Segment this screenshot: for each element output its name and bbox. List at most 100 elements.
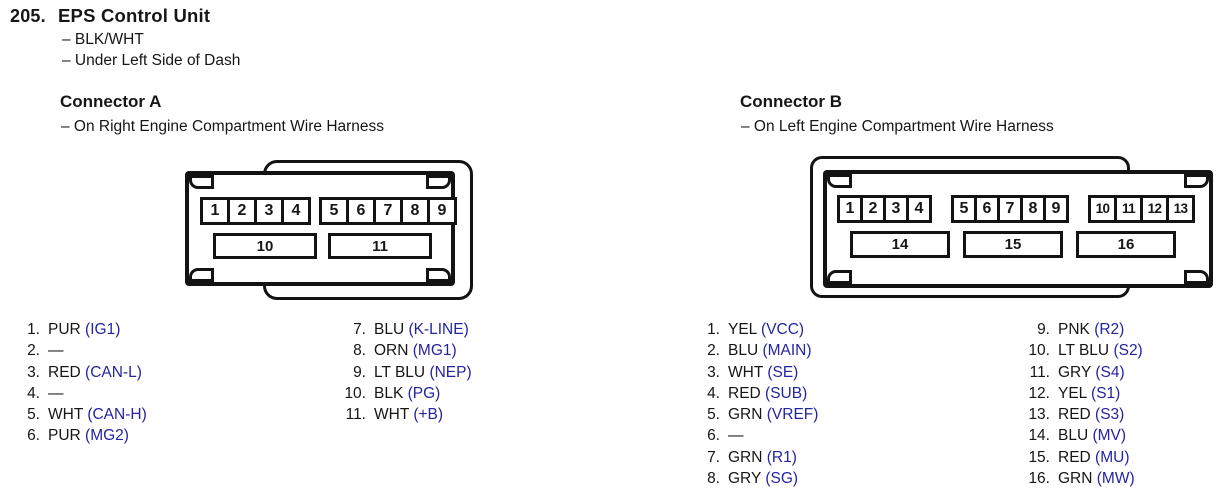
signal-name: (S3) bbox=[1095, 406, 1125, 424]
pin-number: 2. bbox=[27, 342, 40, 360]
pin-description: PUR (MG2) bbox=[48, 427, 129, 445]
signal-name: (NEP) bbox=[429, 363, 472, 381]
pin-cavity-14: 14 bbox=[850, 231, 950, 258]
pin-cavity-10: 10 bbox=[1088, 195, 1117, 223]
pin-number: 3. bbox=[27, 363, 40, 381]
pin-number: 8. bbox=[353, 342, 366, 360]
pin-list-column: 7.BLU (K-LINE)8.ORN (MG1)9.LT BLU (NEP)1… bbox=[330, 321, 472, 427]
pin-list-item: 5.WHT (CAN-H) bbox=[14, 406, 147, 427]
pin-cavity-1: 1 bbox=[200, 197, 230, 225]
signal-name: (MV) bbox=[1092, 427, 1127, 445]
pin-cavity-15: 15 bbox=[963, 231, 1063, 258]
pin-description: YEL (VCC) bbox=[728, 321, 804, 339]
pin-list-item: 2.— bbox=[14, 342, 147, 363]
pin-number: 10. bbox=[1028, 342, 1050, 360]
signal-name: (+B) bbox=[413, 406, 444, 424]
pin-number: 9. bbox=[1037, 321, 1050, 338]
pin-list-item: 1.YEL (VCC) bbox=[696, 321, 818, 342]
signal-name: (MU) bbox=[1095, 448, 1130, 466]
pin-list-item: 11.WHT (+B) bbox=[330, 406, 472, 427]
pin-list-item: 9. LT BLU (NEP) bbox=[330, 364, 472, 385]
pin-number: 14. bbox=[1028, 427, 1050, 445]
pin-description: GRN (VREF) bbox=[728, 406, 818, 424]
pin-cavity-16: 16 bbox=[1076, 231, 1176, 258]
pin-cavity-6: 6 bbox=[346, 197, 376, 225]
keying-notch-bottom-left bbox=[827, 270, 852, 284]
signal-name: (PG) bbox=[407, 384, 441, 402]
pin-cavity-10: 10 bbox=[213, 233, 317, 259]
wire-color: YEL bbox=[728, 321, 757, 338]
signal-name: (MG1) bbox=[412, 342, 457, 360]
pin-cavity-5: 5 bbox=[951, 195, 977, 223]
pin-list-item: 2.BLU (MAIN) bbox=[696, 342, 818, 363]
wire-color: WHT bbox=[48, 406, 84, 424]
pin-number: 9. bbox=[353, 363, 366, 381]
wire-color: BLU bbox=[728, 342, 759, 360]
pin-list-item: 6.— bbox=[696, 427, 818, 448]
wire-color: GRN bbox=[728, 406, 763, 424]
wire-color: RED bbox=[1058, 448, 1091, 466]
pin-list-item: 12.YEL (S1) bbox=[1014, 385, 1143, 406]
keying-notch-bottom-right bbox=[1184, 270, 1209, 284]
wire-color: WHT bbox=[374, 406, 410, 424]
pin-list-item: 3. RED (CAN-L) bbox=[14, 364, 147, 385]
pin-cavity-3: 3 bbox=[254, 197, 284, 225]
pin-list-item: 15. RED (MU) bbox=[1014, 449, 1143, 470]
pin-description: PUR (IG1) bbox=[48, 321, 120, 339]
signal-name: (VREF) bbox=[766, 406, 819, 424]
pin-description: BLU (K-LINE) bbox=[374, 321, 469, 339]
pin-number: 16. bbox=[1028, 470, 1050, 488]
signal-name: (SE) bbox=[767, 363, 799, 381]
connector-a-heading: Connector A bbox=[60, 92, 162, 111]
wire-color: GRY bbox=[1058, 363, 1092, 381]
signal-name: (CAN-L) bbox=[85, 363, 142, 381]
wire-color: PUR bbox=[48, 427, 81, 445]
keying-notch-bottom-right bbox=[426, 268, 451, 282]
wire-color: PNK bbox=[1058, 321, 1090, 338]
pin-number: 10. bbox=[344, 384, 366, 402]
pin-description: ORN (MG1) bbox=[374, 342, 457, 360]
pin-description: RED (SUB) bbox=[728, 385, 807, 403]
wire-color: BLU bbox=[374, 321, 405, 338]
pin-list-column: 1.YEL (VCC)2.BLU (MAIN)3.WHT (SE)4.RED (… bbox=[696, 321, 818, 491]
pin-number: 5. bbox=[27, 406, 40, 424]
pin-description: RED (CAN-L) bbox=[48, 364, 142, 382]
signal-name: (S4) bbox=[1095, 363, 1125, 381]
pin-description: BLK (PG) bbox=[374, 385, 440, 403]
pin-list-item: 4.RED (SUB) bbox=[696, 385, 818, 406]
pin-cavity-13: 13 bbox=[1166, 195, 1195, 223]
pin-list-item: 6.PUR (MG2) bbox=[14, 427, 147, 448]
pin-list-item: 13.RED (S3) bbox=[1014, 406, 1143, 427]
wire-color: GRN bbox=[728, 448, 763, 466]
pin-description: RED (MU) bbox=[1058, 449, 1129, 467]
pin-description: GRY (SG) bbox=[728, 470, 798, 488]
signal-name: (MAIN) bbox=[762, 342, 812, 360]
wire-color: — bbox=[48, 384, 64, 402]
wire-color: BLK bbox=[374, 384, 404, 402]
pin-number: 5. bbox=[707, 406, 720, 424]
pin-description: RED (S3) bbox=[1058, 406, 1124, 424]
pin-list-item: 8. ORN (MG1) bbox=[330, 342, 472, 363]
signal-name: (SG) bbox=[765, 470, 799, 488]
pin-list-item: 5. GRN (VREF) bbox=[696, 406, 818, 427]
pin-description: LT BLU (NEP) bbox=[374, 364, 472, 382]
signal-name: (S2) bbox=[1113, 342, 1143, 360]
wire-color: GRY bbox=[728, 470, 762, 488]
unit-location-note: – Under Left Side of Dash bbox=[62, 52, 241, 69]
pin-list-column: 9.PNK (R2)10.LT BLU (S2)11.GRY (S4)12.YE… bbox=[1014, 321, 1143, 491]
pin-list-item: 10. BLK (PG) bbox=[330, 385, 472, 406]
pin-description: GRY (S4) bbox=[1058, 364, 1125, 382]
pin-description: BLU (MV) bbox=[1058, 427, 1126, 445]
pin-number: 15. bbox=[1028, 448, 1050, 466]
wire-color: LT BLU bbox=[374, 363, 426, 381]
pin-row-bottom: 14 15 16 bbox=[850, 231, 1176, 258]
signal-name: (MG2) bbox=[85, 427, 129, 445]
pin-number: 6. bbox=[707, 427, 720, 445]
